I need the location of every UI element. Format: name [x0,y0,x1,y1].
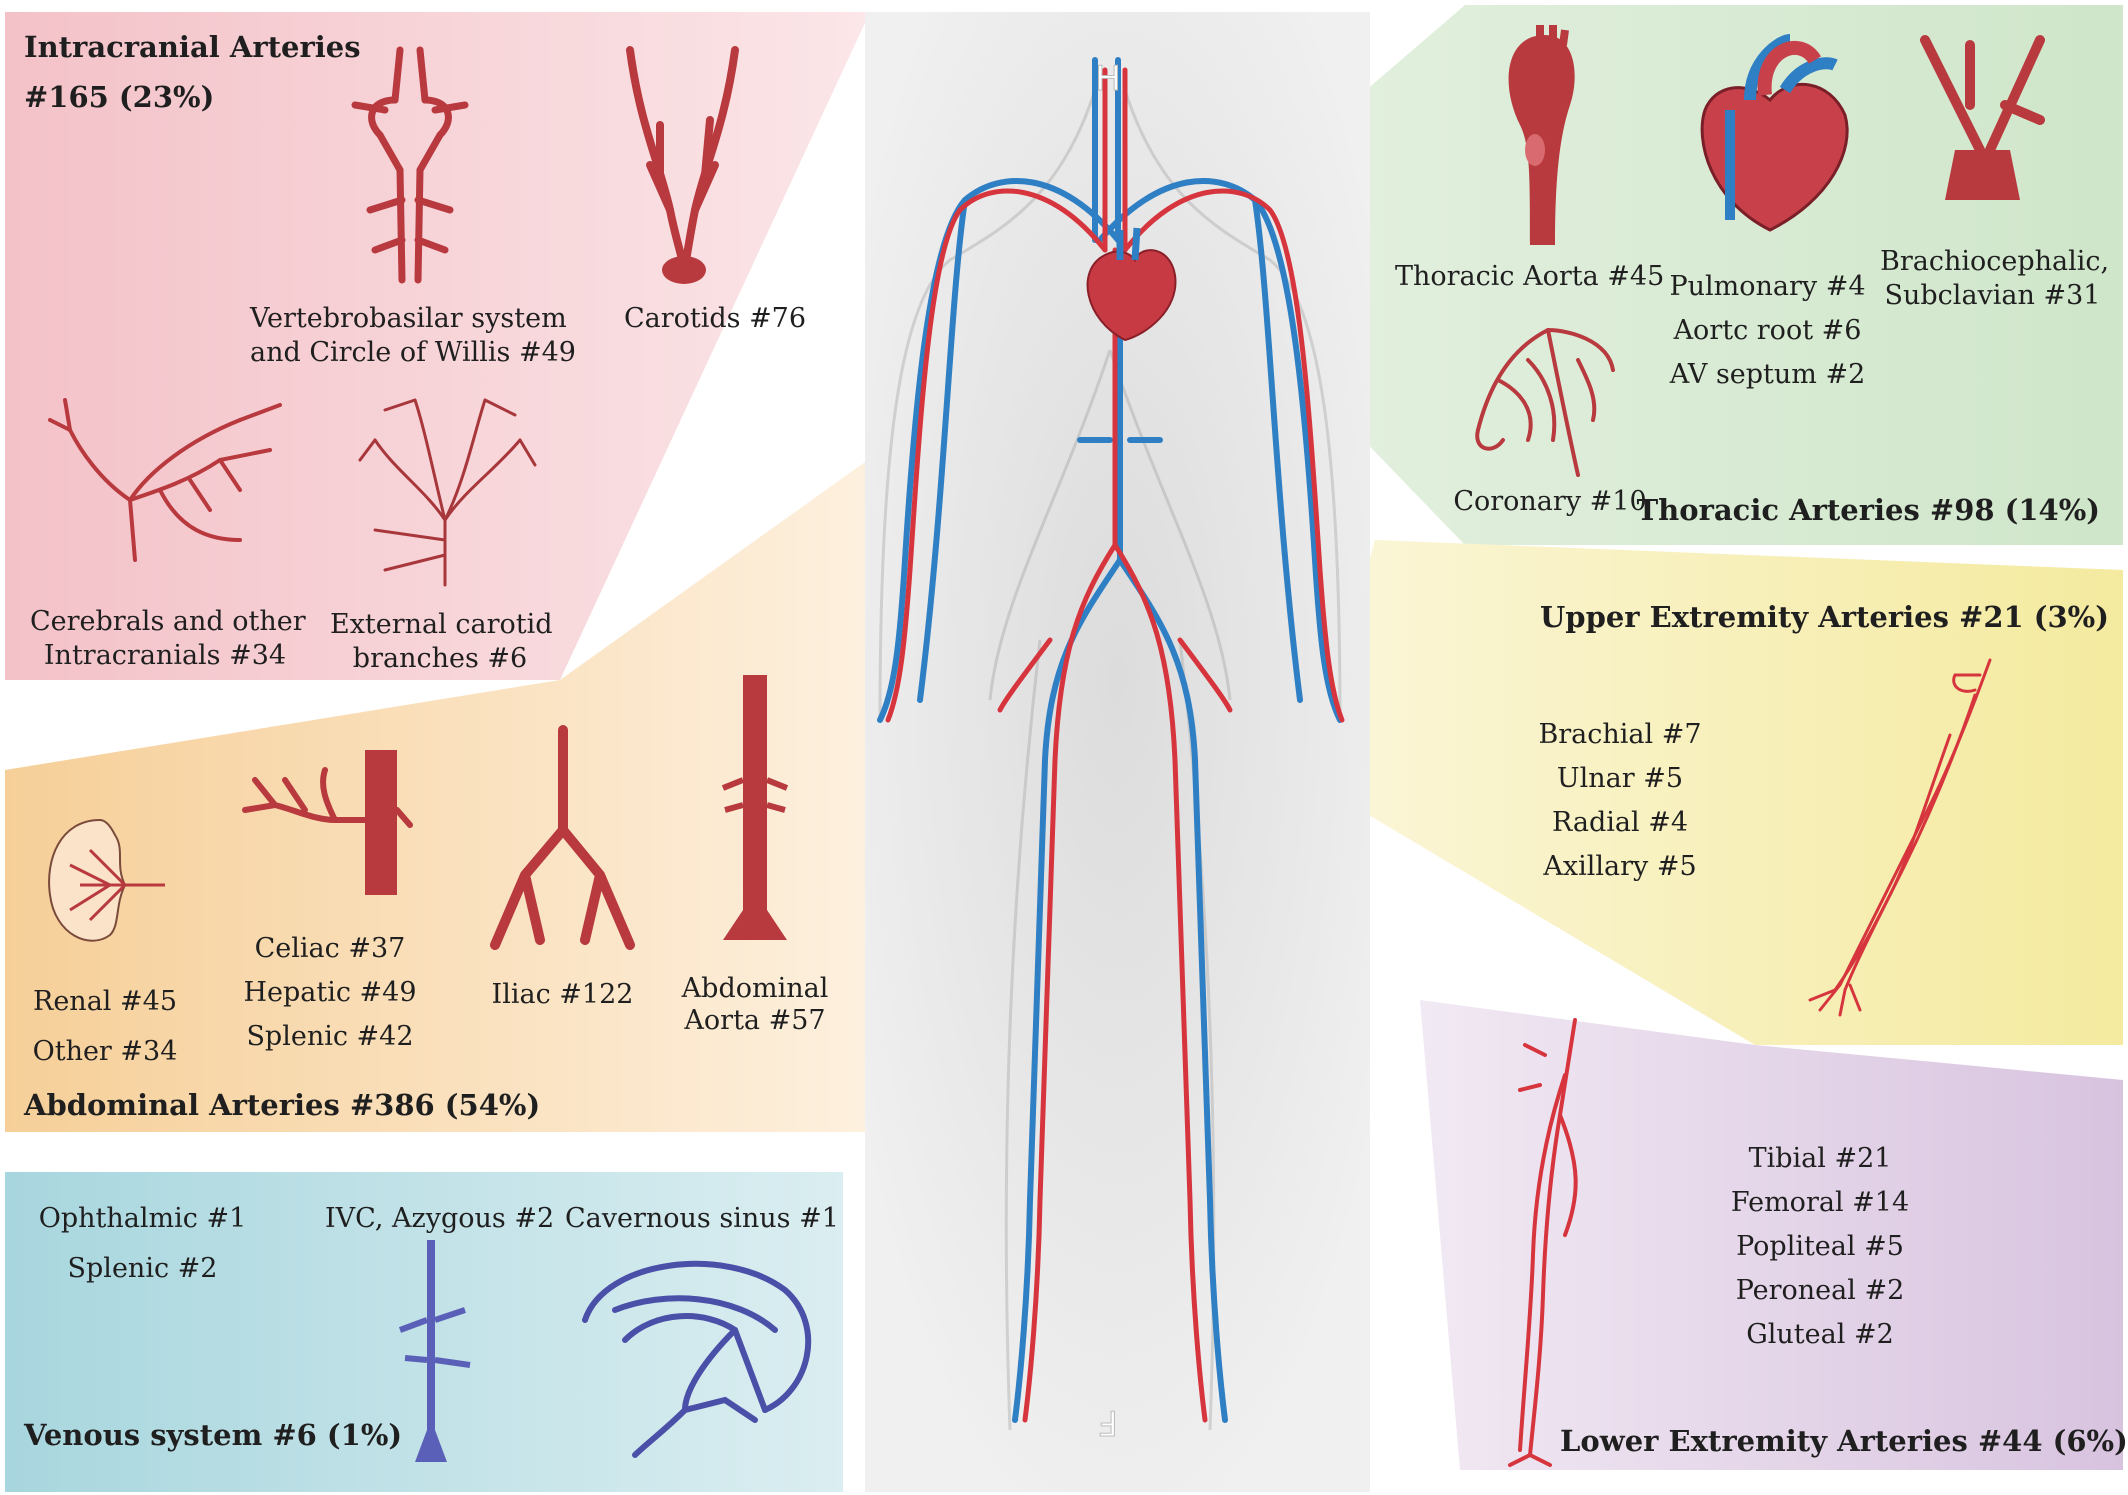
thoracic-aorta-icon [1508,25,1575,245]
brachiocephalic-label-1: Brachiocephalic, [1880,246,2110,277]
aortic-root-label: Aortc root #6 [1673,315,1862,346]
abdominal-title: Abdominal Arteries #386 (54%) [24,1088,541,1122]
carotids-label: Carotids #76 [623,303,807,334]
iliac-icon [490,725,635,950]
radial-label: Radial #4 [1551,807,1689,838]
circle-of-willis-icon [351,46,469,284]
vertebrobasilar-label-1: Vertebrobasilar system [250,303,567,334]
brachiocephalic-label-2: Subclavian #31 [1884,280,2101,311]
upper-extremity-title: Upper Extremity Arteries #21 (3%) [1540,600,2109,634]
abdominal-aorta-label-2: Aorta #57 [684,1005,826,1036]
abdominal-aorta-label-1: Abdominal [681,973,829,1004]
thoracic-panel-bg [1180,5,2123,545]
av-septum-label: AV septum #2 [1669,359,1866,390]
lower-extremity-title: Lower Extremity Arteries #44 (6%) [1560,1424,2128,1458]
ivc-label: IVC, Azygous #2 [325,1203,555,1234]
intracranial-title: Intracranial Arteries [24,30,361,64]
venous-splenic-label: Splenic #2 [67,1253,218,1284]
upper-extremity-artery-icon [1808,658,1992,1017]
renal-icon [48,818,165,942]
heart-icon [1700,34,1849,232]
axillary-label: Axillary #5 [1543,851,1697,882]
ivc-icon [398,1240,471,1462]
other-label: Other #34 [32,1036,178,1067]
external-carotid-label-2: branches #6 [352,643,528,674]
lower-panel-bg [1420,1000,2123,1470]
renal-label: Renal #45 [33,986,177,1017]
popliteal-label: Popliteal #5 [1736,1231,1904,1262]
celiac-label: Celiac #37 [254,933,406,964]
abdominal-panel-bg [5,462,865,1132]
hepatic-label: Hepatic #49 [243,977,417,1008]
ophthalmic-label: Ophthalmic #1 [38,1203,247,1234]
cerebrals-icon [48,398,282,562]
brachiocephalic-icon [1920,35,2045,200]
cerebrals-label-2: Intracranials #34 [43,640,287,671]
heart-center [1086,227,1177,342]
intracranial-count: #165 (23%) [24,80,215,114]
gluteal-label: Gluteal #2 [1746,1319,1894,1350]
iliac-label: Iliac #122 [491,979,634,1010]
thoracic-aorta-label: Thoracic Aorta #45 [1395,261,1665,292]
abdominal-aorta-icon [721,675,789,940]
venous-title: Venous system #6 (1%) [24,1418,403,1452]
cerebrals-label-1: Cerebrals and other [30,606,306,637]
tibial-label: Tibial #21 [1748,1143,1892,1174]
external-carotid-icon [358,398,537,587]
external-carotid-label-1: External carotid [330,609,553,640]
upper-panel-bg [1310,540,2123,1045]
peroneal-label: Peroneal #2 [1735,1275,1905,1306]
head-marker: H [1095,59,1121,99]
ulnar-label: Ulnar #5 [1556,763,1684,794]
cavernous-label: Cavernous sinus #1 [565,1203,839,1234]
pulmonary-label: Pulmonary #4 [1669,271,1866,302]
splenic-label: Splenic #42 [246,1021,414,1052]
vertebrobasilar-label-2: and Circle of Willis #49 [250,337,576,368]
thoracic-title: Thoracic Arteries #98 (14%) [1636,493,2100,527]
brachial-label: Brachial #7 [1538,719,1702,750]
cavernous-sinus-icon [582,1260,812,1458]
lower-extremity-artery-icon [1508,1018,1578,1467]
coronary-label: Coronary #10 [1453,486,1647,517]
femoral-label: Femoral #14 [1730,1187,1910,1218]
veins [877,57,1343,1423]
celiac-icon [242,750,413,895]
coronary-icon [1475,328,1615,477]
carotids-icon [626,46,739,284]
feet-marker: F [1098,1402,1118,1442]
